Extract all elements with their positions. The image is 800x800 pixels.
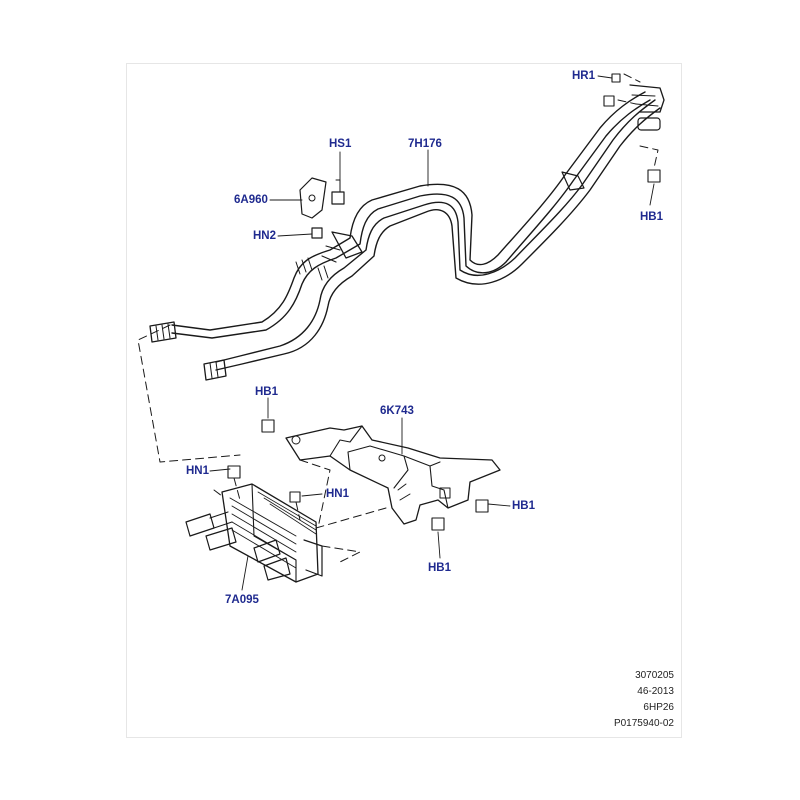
bracket-6k743 [285,425,501,525]
callout-hb1-bottom: HB1 [428,562,452,574]
bolts-hb1 [261,419,489,531]
dashed-leaders-lower [213,459,387,563]
reference-footer: 3070205 46-2013 6HP26 P0175940-02 [560,670,674,732]
dashed-leaders-top [137,73,659,463]
callout-hn1-right: HN1 [326,488,350,500]
cooler-pipe-upper [149,84,665,381]
callout-hs1: HS1 [329,138,352,150]
callout-hn2: HN2 [253,230,277,242]
callout-hn1-left: HN1 [186,465,210,477]
callout-6k743: 6K743 [380,405,414,417]
callout-hb1-right: HB1 [512,500,536,512]
callout-hb1-top-right: HB1 [640,211,664,223]
callout-6a960: 6A960 [234,194,268,206]
fasteners-hr1 [603,73,661,183]
leader-lines [209,75,655,591]
oil-cooler-7a095 [185,465,323,583]
callout-hr1: HR1 [572,70,596,82]
footer-line-1: 3070205 [635,670,674,681]
callout-hb1-bracket: HB1 [255,386,279,398]
bracket-6a960 [299,177,345,239]
footer-line-2: 46-2013 [637,686,674,697]
callout-7a095: 7A095 [225,594,259,606]
footer-line-3: 6HP26 [643,702,674,713]
footer-line-4: P0175940-02 [613,718,674,729]
callout-7h176: 7H176 [408,138,442,150]
